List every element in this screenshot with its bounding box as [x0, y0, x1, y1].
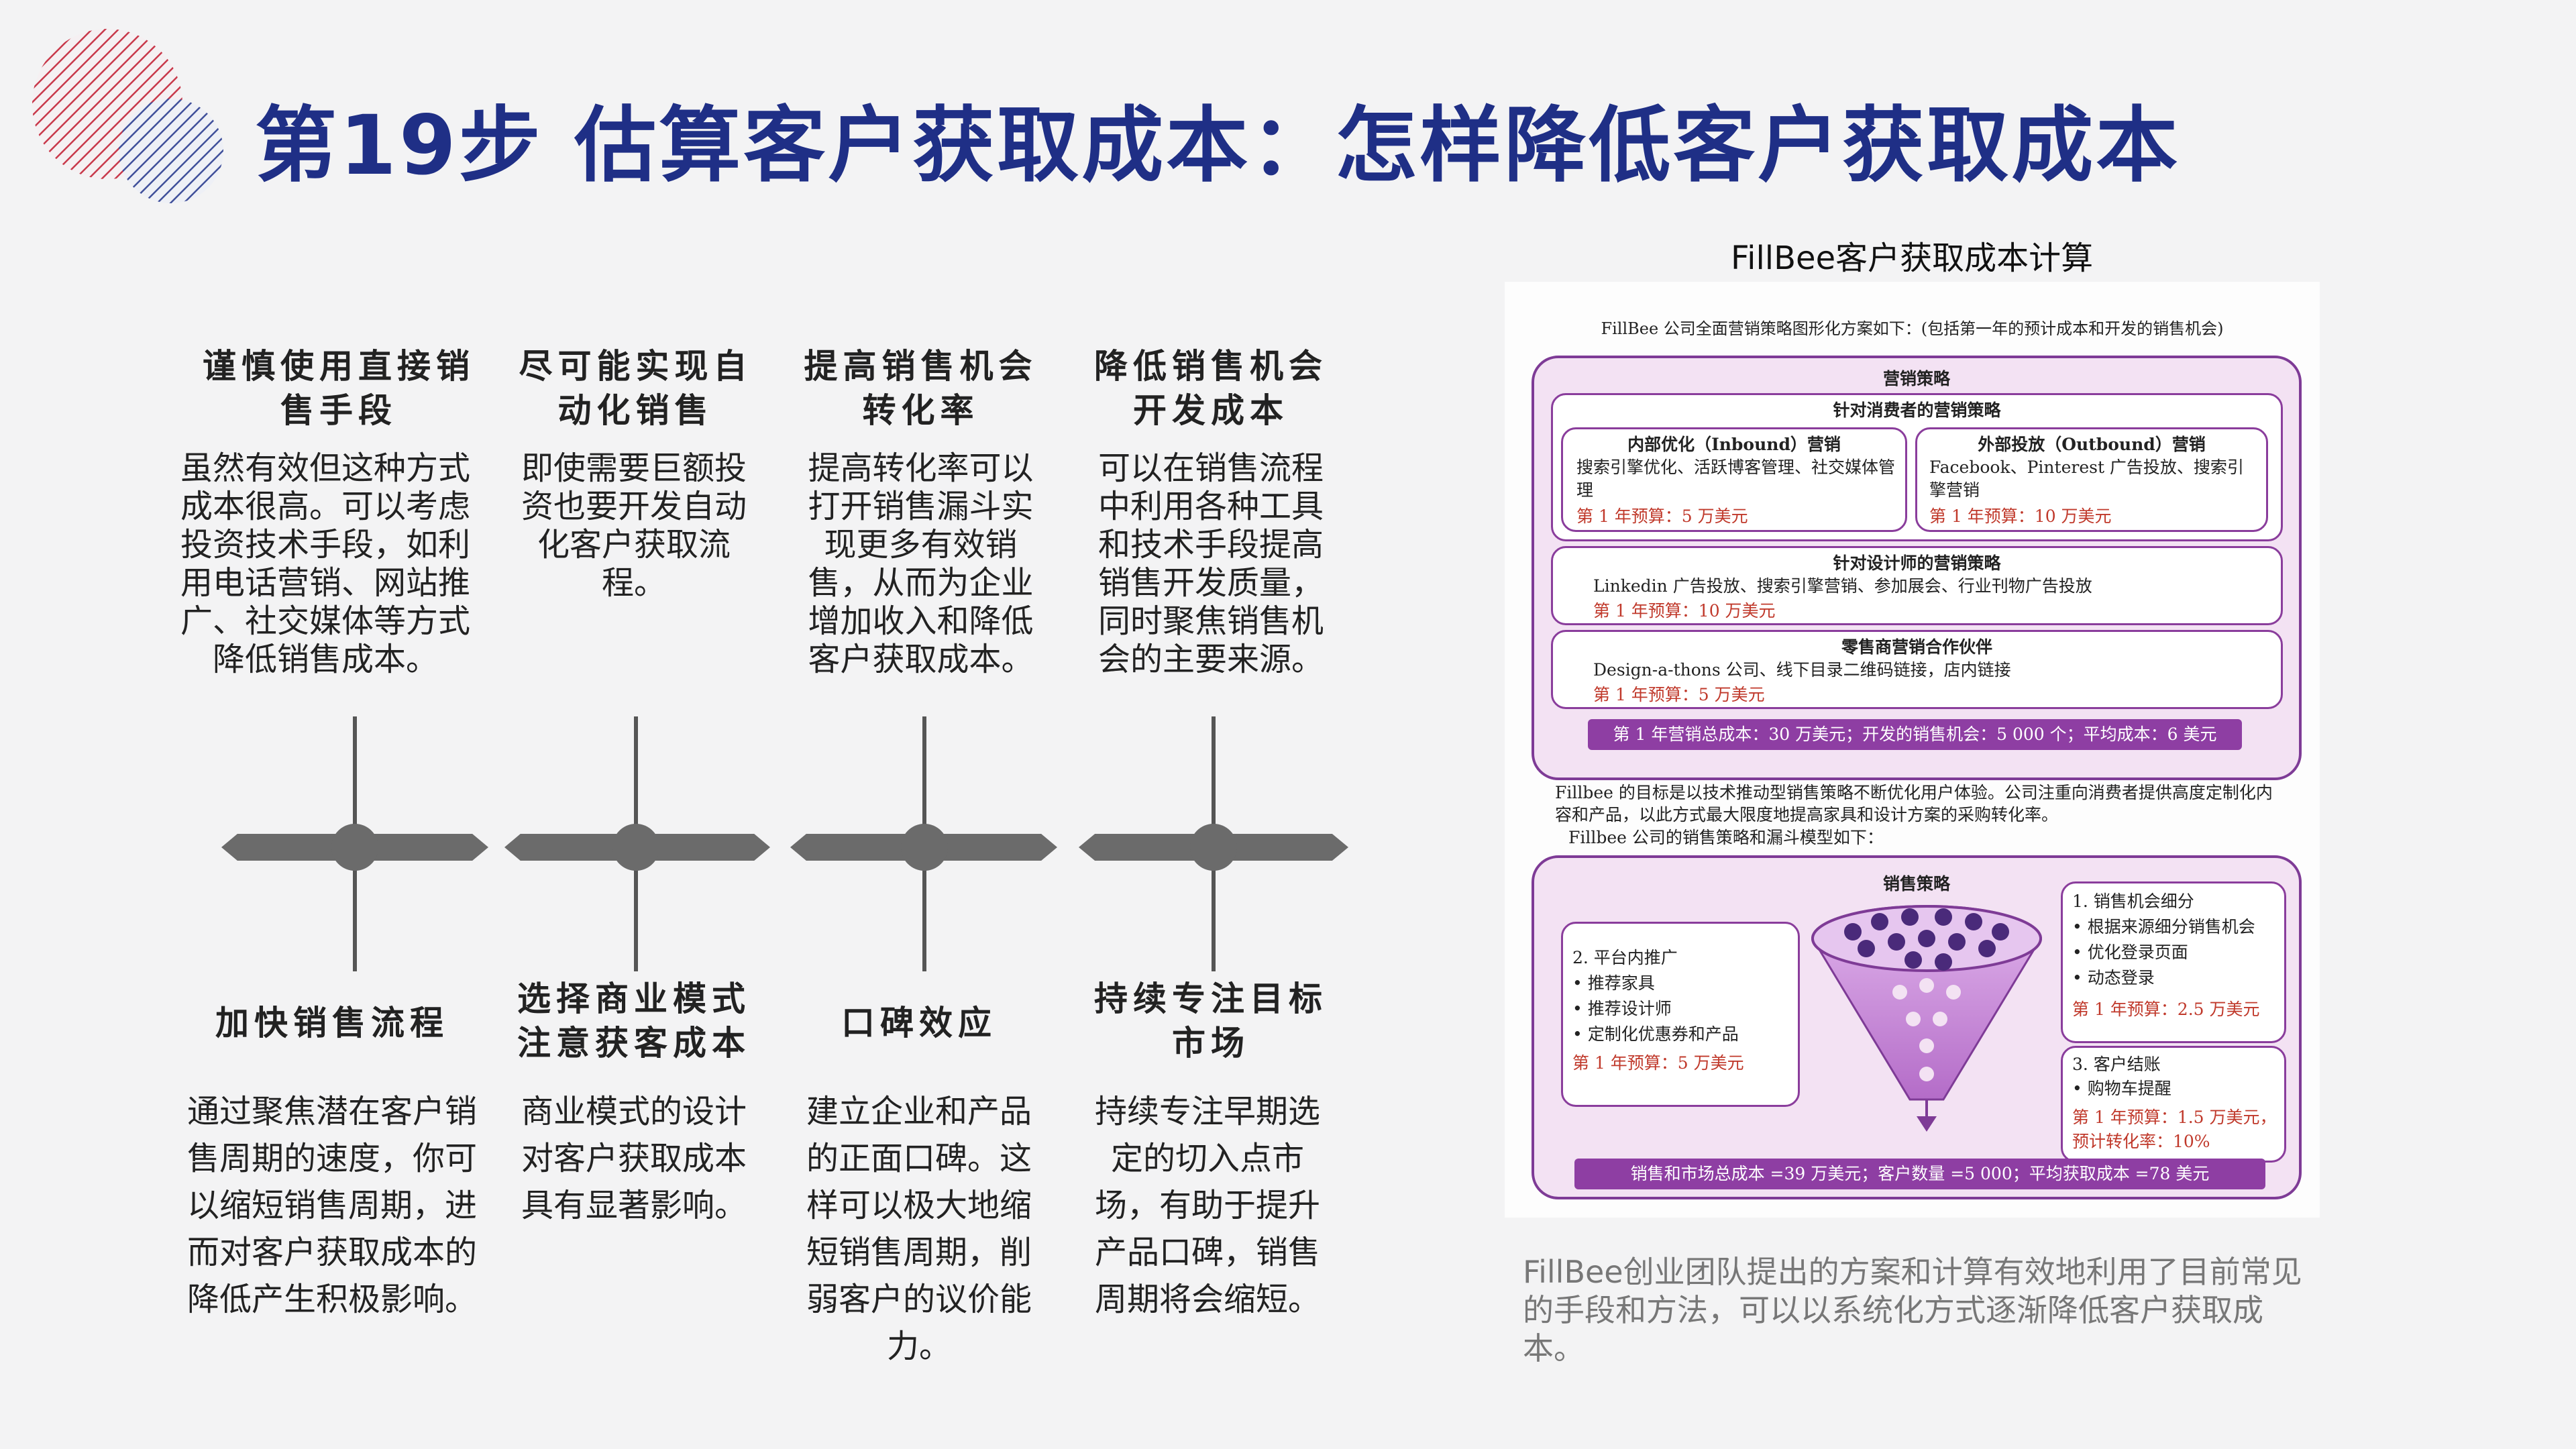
- segment-item-1: • 根据来源细分销售机会: [2072, 917, 2255, 936]
- promo-budget: 第 1 年预算：5 万美元: [1572, 1053, 1744, 1073]
- figure-panel: FillBee 公司全面营销策略图形化方案如下：(包括第一年的预计成本和开发的销…: [1505, 282, 2320, 1218]
- step-bottom-3-body: 建立企业和产品的正面口碑。这样可以极大地缩短销售周期，削弱客户的议价能力。: [806, 1093, 1032, 1365]
- step-top-3-title: 提高销售机会转化率: [804, 347, 1038, 430]
- retail-partner-text: Design-a-thons 公司、线下目录二维码链接，店内链接: [1593, 660, 2011, 680]
- marketing-strategy-block: 营销策略 针对消费者的营销策略 内部优化（Inbound）营销 搜索引擎优化、活…: [1532, 356, 2302, 780]
- marketing-total-bar: 第 1 年营销总成本：30 万美元；开发的销售机会：5 000 个；平均成本：6…: [1588, 719, 2242, 750]
- timeline-node-3: [901, 824, 948, 871]
- designer-strategy-budget: 第 1 年预算：10 万美元: [1593, 601, 1776, 621]
- funnel-title: 销售策略: [1883, 874, 1951, 894]
- promo-item-3: • 定制化优惠券和产品: [1572, 1024, 1739, 1044]
- designer-strategy-title: 针对设计师的营销策略: [1833, 553, 2001, 573]
- inbound-budget: 第 1 年预算：5 万美元: [1576, 506, 1748, 526]
- sales-total-bar: 销售和市场总成本 =39 万美元；客户数量 =5 000；平均获取成本 =78 …: [1574, 1159, 2265, 1189]
- step-bottom-2-title: 选择商业模式注意获客成本: [517, 979, 751, 1063]
- retail-partner-box: 零售商营销合作伙伴 Design-a-thons 公司、线下目录二维码链接，店内…: [1551, 630, 2283, 709]
- step-bottom-2-body: 商业模式的设计对客户获取成本具有显著影响。: [521, 1093, 747, 1224]
- timeline-node-2: [612, 824, 659, 871]
- consumer-strategy-box: 针对消费者的营销策略 内部优化（Inbound）营销 搜索引擎优化、活跃博客管理…: [1551, 393, 2283, 541]
- consumer-strategy-title: 针对消费者的营销策略: [1833, 400, 2001, 420]
- step-bottom-4-body: 持续专注早期选定的切入点市场，有助于提升产品口碑，销售周期将会缩短。: [1094, 1093, 1320, 1318]
- timeline-node-1: [331, 824, 378, 871]
- step-bottom-4-title: 持续专注目标市场: [1094, 979, 1328, 1063]
- promo-title: 2. 平台内推广: [1572, 948, 1678, 967]
- segment-budget: 第 1 年预算：2.5 万美元: [2072, 1000, 2260, 1019]
- step-bottom-3-title: 口碑效应: [841, 1004, 997, 1042]
- segment-item-2: • 优化登录页面: [2072, 943, 2188, 962]
- decorative-circles: [32, 29, 223, 203]
- summary-note: FillBee创业团队提出的方案和计算有效地利用了目前常见的手段和方法，可以以系…: [1523, 1254, 2302, 1366]
- inbound-title: 内部优化（Inbound）营销: [1627, 435, 1841, 454]
- sales-funnel-graphic: [1811, 905, 2042, 1132]
- step-top-4-title: 降低销售机会开发成本: [1094, 347, 1328, 430]
- promo-item-1: • 推荐家具: [1572, 973, 1655, 993]
- figure-paragraph: Fillbee 的目标是以技术推动型销售策略不断优化用户体验。公司注重向消费者提…: [1555, 783, 2273, 824]
- retail-partner-budget: 第 1 年预算：5 万美元: [1593, 685, 1765, 704]
- figure-header: FillBee 公司全面营销策略图形化方案如下：(包括第一年的预计成本和开发的销…: [1601, 319, 2224, 338]
- step-top-1-title: 谨慎使用直接销售手段: [203, 347, 475, 430]
- timeline-node-4: [1190, 824, 1237, 871]
- inbound-box: 内部优化（Inbound）营销 搜索引擎优化、活跃博客管理、社交媒体管理 第 1…: [1561, 427, 1907, 532]
- segment-title: 1. 销售机会细分: [2072, 892, 2194, 911]
- step-bottom-1-title: 加快销售流程: [215, 1004, 449, 1042]
- designer-strategy-text: Linkedin 广告投放、搜索引擎营销、参加展会、行业刊物广告投放: [1593, 576, 2092, 596]
- close-item-1: • 购物车提醒: [2072, 1079, 2171, 1098]
- segment-item-3: • 动态登录: [2072, 968, 2155, 987]
- marketing-strategy-title: 营销策略: [1882, 369, 1950, 388]
- outbound-budget: 第 1 年预算：10 万美元: [1929, 506, 2112, 526]
- figure-paragraph-2: Fillbee 公司的销售策略和漏斗模型如下：: [1568, 828, 1884, 847]
- inbound-text: 搜索引擎优化、活跃博客管理、社交媒体管理: [1576, 458, 1896, 500]
- designer-strategy-box: 针对设计师的营销策略 Linkedin 广告投放、搜索引擎营销、参加展会、行业刊…: [1551, 546, 2283, 625]
- figure-caption: FillBee客户获取成本计算: [1731, 239, 2094, 277]
- step-top-2-title: 尽可能实现自动化销售: [519, 347, 753, 430]
- close-budget: 第 1 年预算：1.5 万美元，: [2072, 1108, 2277, 1127]
- retail-partner-title: 零售商营销合作伙伴: [1841, 637, 1992, 657]
- close-rate: 预计转化率：10%: [2072, 1132, 2210, 1151]
- outbound-box: 外部投放（Outbound）营销 Facebook、Pinterest 广告投放…: [1915, 427, 2268, 532]
- step-top-1-body: 虽然有效但这种方式成本很高。可以考虑投资技术手段，如利用电话营销、网站推广、社交…: [180, 449, 470, 678]
- funnel-segment-box: 1. 销售机会细分 • 根据来源细分销售机会 • 优化登录页面 • 动态登录 第…: [2061, 881, 2286, 1043]
- step-bottom-1-body: 通过聚焦潜在客户销售周期的速度，你可以缩短销售周期，进而对客户获取成本的降低产生…: [186, 1093, 477, 1318]
- sales-funnel-block: 销售策略: [1532, 855, 2302, 1199]
- step-top-2-body: 即使需要巨额投资也要开发自动化客户获取流程。: [521, 449, 747, 602]
- step-top-4-body: 可以在销售流程中利用各种工具和技术手段提高销售开发质量，同时聚焦销售机会的主要来…: [1097, 449, 1324, 678]
- close-title: 3. 客户结账: [2072, 1055, 2161, 1074]
- page-title: 第19步 估算客户获取成本：怎样降低客户获取成本: [255, 98, 2181, 193]
- funnel-promo-box: 2. 平台内推广 • 推荐家具 • 推荐设计师 • 定制化优惠券和产品 第 1 …: [1561, 922, 1800, 1107]
- outbound-text: Facebook、Pinterest 广告投放、搜索引擎营销: [1929, 458, 2244, 500]
- promo-item-2: • 推荐设计师: [1572, 999, 1672, 1018]
- outbound-title: 外部投放（Outbound）营销: [1978, 435, 2206, 454]
- funnel-close-box: 3. 客户结账 • 购物车提醒 第 1 年预算：1.5 万美元， 预计转化率：1…: [2061, 1046, 2286, 1163]
- step-top-3-body: 提高转化率可以打开销售漏斗实现更多有效销售，从而为企业增加收入和降低客户获取成本…: [808, 449, 1034, 678]
